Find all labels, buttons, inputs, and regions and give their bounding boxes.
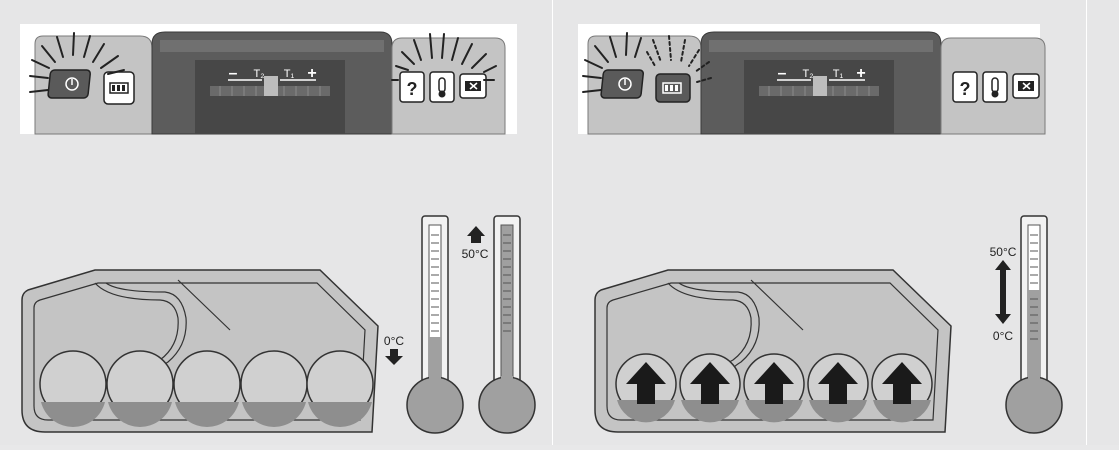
mercury-column xyxy=(501,225,513,385)
arrow-up-icon xyxy=(690,362,730,404)
slider-t2-label: T₂ xyxy=(254,68,265,80)
arrow-up-icon xyxy=(754,362,794,404)
battery-button[interactable] xyxy=(103,71,135,105)
upper-limit-label: 50°C xyxy=(990,245,1017,259)
panel-1-canvas: – T₂ T₁ + xyxy=(20,24,536,434)
arrow-up-icon xyxy=(626,362,666,404)
question-button[interactable]: ? xyxy=(952,71,978,103)
thermometer-hot: 50°C xyxy=(462,215,536,434)
lower-limit-label: 0°C xyxy=(993,329,1013,343)
battery-cell-charging xyxy=(871,353,933,423)
flash-rays-power xyxy=(582,32,642,93)
thermometer-scale xyxy=(431,234,439,332)
battery-cell-charging xyxy=(743,353,805,423)
thermometer-scale xyxy=(503,234,511,332)
battery-pack xyxy=(21,269,379,433)
slider-t1-label: T₁ xyxy=(833,68,844,80)
arrow-up-icon xyxy=(882,362,922,404)
battery-error-button[interactable] xyxy=(459,73,487,99)
battery-button-charging[interactable] xyxy=(655,73,691,103)
mercury-column xyxy=(429,337,441,385)
panel-charging-temperature: – T₂ T₁ + xyxy=(553,0,1086,445)
battery-cell xyxy=(240,350,308,427)
flash-rays-right xyxy=(391,33,497,81)
battery-cell xyxy=(106,350,174,427)
battery-cell xyxy=(39,350,107,427)
panel-3-edge xyxy=(1087,0,1119,445)
double-arrow-icon xyxy=(995,260,1011,324)
battery-cells xyxy=(39,350,374,427)
battery-cell xyxy=(306,350,374,427)
flash-rays-battery-dashed xyxy=(646,35,712,83)
panel-divider xyxy=(552,0,553,445)
battery-error-icon xyxy=(1018,81,1034,91)
battery-icon xyxy=(662,82,682,94)
slider-plus-label: + xyxy=(856,65,865,82)
slider-plus-label: + xyxy=(307,65,316,82)
battery-cell-charging xyxy=(615,353,677,423)
question-icon: ? xyxy=(960,79,971,99)
battery-cells xyxy=(615,353,933,423)
thermometer-cold: 0°C xyxy=(384,215,464,434)
battery-pack xyxy=(594,269,952,433)
power-button-flashing[interactable] xyxy=(47,69,91,99)
power-button-flashing[interactable] xyxy=(600,69,644,99)
slider-minus-label: – xyxy=(778,65,787,82)
slider-t1-label: T₁ xyxy=(284,68,295,80)
battery-cell-charging xyxy=(807,353,869,423)
temperature-button[interactable] xyxy=(429,71,455,103)
battery-cell xyxy=(173,350,241,427)
thermometer-scale xyxy=(1030,234,1038,340)
battery-error-icon xyxy=(465,81,481,91)
charger-top: – T₂ T₁ + xyxy=(578,24,1046,135)
panel-over-temperature: – T₂ T₁ + xyxy=(0,0,552,445)
arrow-down-icon xyxy=(385,349,403,365)
slider-t2-label: T₂ xyxy=(803,68,814,80)
battery-icon xyxy=(109,82,129,94)
hot-limit-label: 50°C xyxy=(462,247,489,261)
arrow-up-icon xyxy=(818,362,858,404)
battery-error-button[interactable] xyxy=(1012,73,1040,99)
thermometer-icon xyxy=(991,77,999,98)
thermometer-range: 50°C 0°C xyxy=(990,215,1063,434)
slider-minus-label: – xyxy=(229,65,238,82)
power-icon xyxy=(65,77,79,91)
mercury-column xyxy=(1028,290,1040,385)
thermometer-icon xyxy=(438,77,446,98)
panel-2-canvas: – T₂ T₁ + xyxy=(578,24,1063,434)
cold-limit-label: 0°C xyxy=(384,334,404,348)
battery-cell-charging xyxy=(679,353,741,423)
panel-divider xyxy=(1086,0,1087,445)
charger-top: – T₂ T₁ + xyxy=(20,24,517,135)
flash-rays-left xyxy=(29,32,125,93)
temperature-button[interactable] xyxy=(982,71,1008,103)
arrow-up-icon xyxy=(467,226,485,243)
question-button[interactable]: ? xyxy=(399,71,425,103)
power-icon xyxy=(618,77,632,91)
question-icon: ? xyxy=(407,79,418,99)
